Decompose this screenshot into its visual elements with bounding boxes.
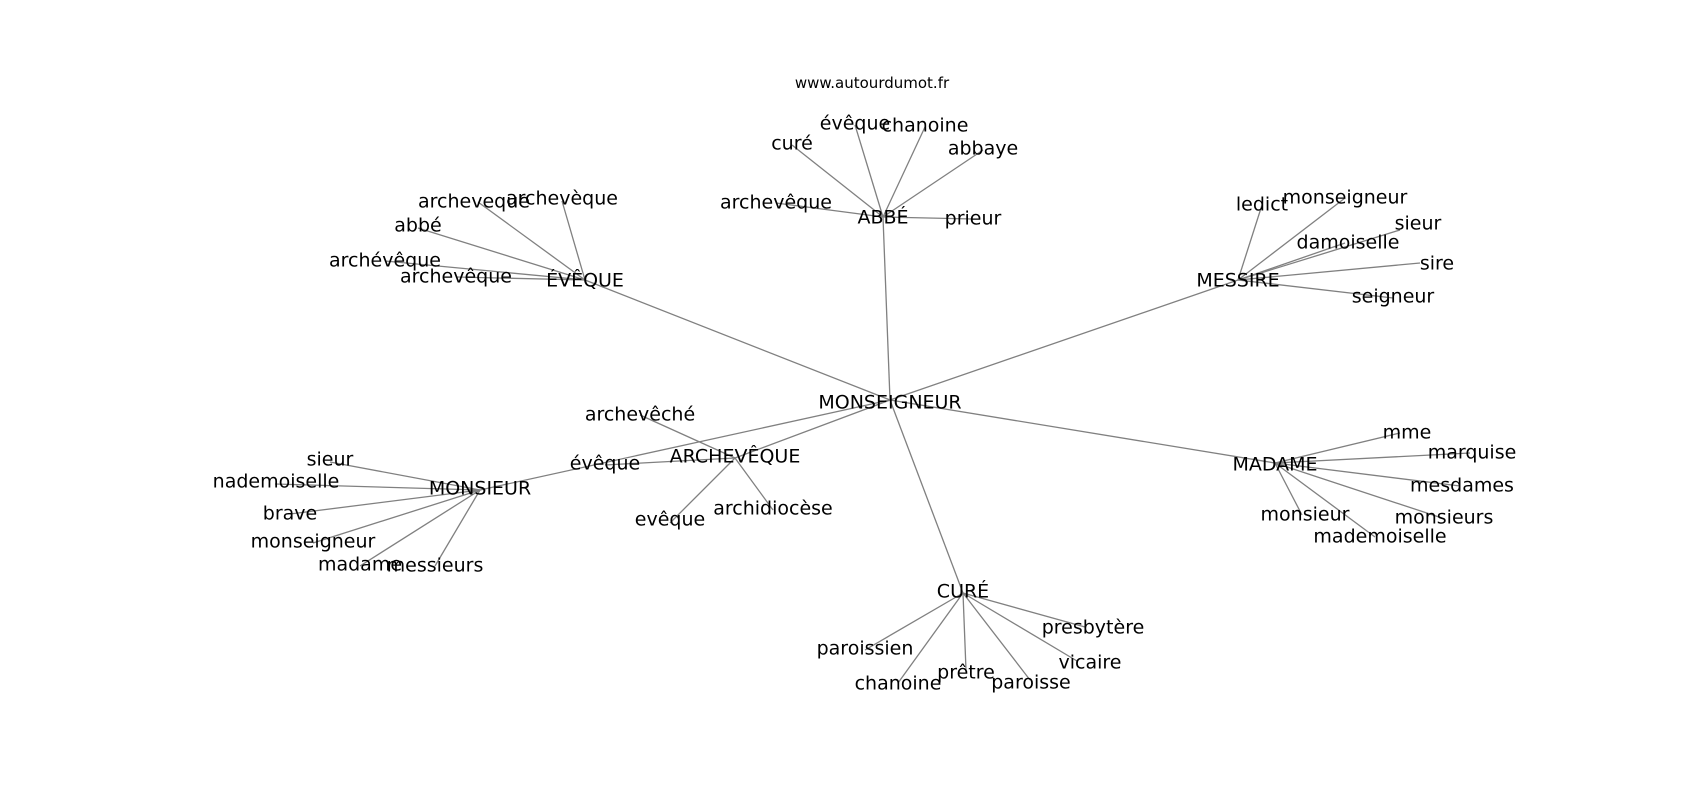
edge-abbe-chanoine bbox=[882, 126, 926, 218]
edge-cure-paroisse bbox=[962, 592, 1031, 681]
graph-labels: www.autourdumot.fr MONSEIGNEUR ABBÉ évêq… bbox=[213, 74, 1517, 695]
edge-root-cure bbox=[889, 399, 964, 594]
edge-monsieur-messieurs bbox=[434, 489, 481, 567]
leaf-node: évêque bbox=[570, 453, 640, 475]
leaf-node: archidiocèse bbox=[713, 498, 833, 520]
leaf-node: sieur bbox=[307, 449, 354, 471]
leaf-node: paroissien bbox=[817, 638, 914, 660]
leaf-node: evêque bbox=[635, 509, 705, 531]
root-node: MONSEIGNEUR bbox=[818, 392, 961, 414]
graph-edges bbox=[274, 124, 1471, 684]
leaf-node: vicaire bbox=[1059, 652, 1122, 674]
edge-eveque-abbe bbox=[417, 227, 586, 281]
edge-abbe-prieur bbox=[882, 216, 974, 220]
edge-archeveque-archeveche bbox=[639, 414, 736, 459]
leaf-node: archevêque bbox=[720, 192, 832, 214]
leaf-node: abbé bbox=[394, 215, 441, 237]
edge-cure-chanoine bbox=[897, 592, 964, 684]
leaf-node: marquise bbox=[1428, 442, 1517, 464]
edge-root-eveque bbox=[584, 279, 891, 401]
edge-messire-ledict bbox=[1237, 204, 1263, 281]
edge-cure-paroissien bbox=[864, 592, 964, 651]
leaf-node: monseigneur bbox=[1283, 187, 1408, 209]
edge-messire-sire bbox=[1237, 262, 1421, 281]
edge-root-archeveque bbox=[734, 399, 891, 459]
leaf-node: seigneur bbox=[1352, 286, 1435, 308]
edge-eveque-archeveque-circ bbox=[455, 276, 586, 281]
edge-madame-marquise bbox=[1274, 452, 1471, 464]
edge-monsieur-nademoiselle bbox=[274, 483, 481, 491]
edge-abbe-abbaye bbox=[882, 149, 984, 218]
leaf-node: mesdames bbox=[1410, 475, 1514, 497]
leaf-node: brave bbox=[263, 503, 317, 525]
leaf-node: prieur bbox=[945, 208, 1002, 230]
hub-node-messire: MESSIRE bbox=[1196, 270, 1279, 292]
source-label: www.autourdumot.fr bbox=[795, 74, 950, 92]
edge-messire-seigneur bbox=[1237, 279, 1394, 299]
edge-cure-pretre bbox=[962, 592, 967, 671]
leaf-node: monsieurs bbox=[1395, 507, 1494, 529]
leaf-node: archevêque bbox=[400, 266, 512, 288]
leaf-node: sieur bbox=[1395, 213, 1442, 235]
leaf-node: ledict bbox=[1236, 194, 1288, 216]
leaf-node: monseigneur bbox=[251, 531, 376, 553]
edge-abbe-cure bbox=[791, 144, 884, 218]
edge-archeveque-eveque bbox=[604, 457, 736, 466]
leaf-node: chanoine bbox=[855, 673, 942, 695]
edge-monsieur-brave bbox=[289, 489, 481, 515]
edge-cure-presbytere bbox=[962, 592, 1086, 628]
leaf-node: archevèque bbox=[506, 188, 618, 210]
leaf-node: prêtre bbox=[937, 662, 995, 684]
edge-cure-vicaire bbox=[962, 592, 1078, 662]
edge-eveque-archeveque-plain bbox=[477, 201, 586, 281]
hub-node-monsieur: MONSIEUR bbox=[429, 478, 531, 500]
leaf-node: monsieur bbox=[1261, 504, 1350, 526]
edge-madame-monsieur bbox=[1274, 462, 1303, 516]
hub-node-archeveque: ARCHEVÊQUE bbox=[670, 445, 801, 468]
edge-madame-mesdames bbox=[1274, 462, 1461, 487]
edge-archeveque-eveque-plain bbox=[669, 457, 736, 524]
leaf-node: paroisse bbox=[991, 672, 1071, 694]
hub-node-eveque: ÉVÊQUE bbox=[546, 269, 624, 292]
leaf-node: mme bbox=[1383, 422, 1432, 444]
leaf-node: archevêché bbox=[585, 404, 695, 426]
edge-monsieur-sieur bbox=[329, 461, 481, 491]
edge-madame-mademoiselle bbox=[1274, 462, 1376, 538]
edge-messire-damoiselle bbox=[1237, 242, 1346, 281]
leaf-node: mademoiselle bbox=[1313, 526, 1446, 548]
edge-monsieur-monseigneur bbox=[312, 489, 481, 544]
leaf-node: chanoine bbox=[882, 115, 969, 137]
edge-madame-mme bbox=[1274, 432, 1401, 464]
leaf-node: abbaye bbox=[948, 138, 1018, 160]
hub-node-madame: MADAME bbox=[1232, 454, 1317, 476]
edge-root-monsieur bbox=[479, 399, 891, 491]
hub-node-abbe: ABBÉ bbox=[857, 206, 908, 229]
leaf-node: évêque bbox=[820, 113, 890, 135]
leaf-node: archeveque bbox=[418, 191, 530, 213]
leaf-node: presbytère bbox=[1042, 617, 1145, 639]
edge-eveque-archeveque-acute bbox=[384, 260, 586, 281]
edge-archeveque-archidiocese bbox=[734, 457, 774, 511]
leaf-node: nademoiselle bbox=[213, 471, 340, 493]
leaf-node: messieurs bbox=[387, 555, 484, 577]
edge-abbe-eveque bbox=[854, 124, 884, 218]
leaf-node: madame bbox=[318, 554, 402, 576]
edge-root-madame bbox=[889, 399, 1276, 464]
edge-messire-sieur bbox=[1237, 229, 1401, 281]
edge-eveque-archeveque-grave bbox=[561, 200, 586, 281]
leaf-node: archévêque bbox=[329, 250, 441, 272]
edge-monsieur-madame bbox=[359, 489, 481, 567]
edge-root-abbe bbox=[882, 216, 891, 401]
edge-madame-monsieurs bbox=[1274, 462, 1443, 519]
leaf-node: damoiselle bbox=[1297, 232, 1400, 254]
edge-messire-monseigneur bbox=[1237, 197, 1346, 281]
leaf-node: sire bbox=[1420, 253, 1454, 275]
edge-root-messire bbox=[889, 279, 1239, 401]
hub-node-cure: CURÉ bbox=[937, 580, 989, 603]
leaf-node: curé bbox=[771, 133, 813, 155]
edge-abbe-archeveque bbox=[775, 202, 884, 218]
